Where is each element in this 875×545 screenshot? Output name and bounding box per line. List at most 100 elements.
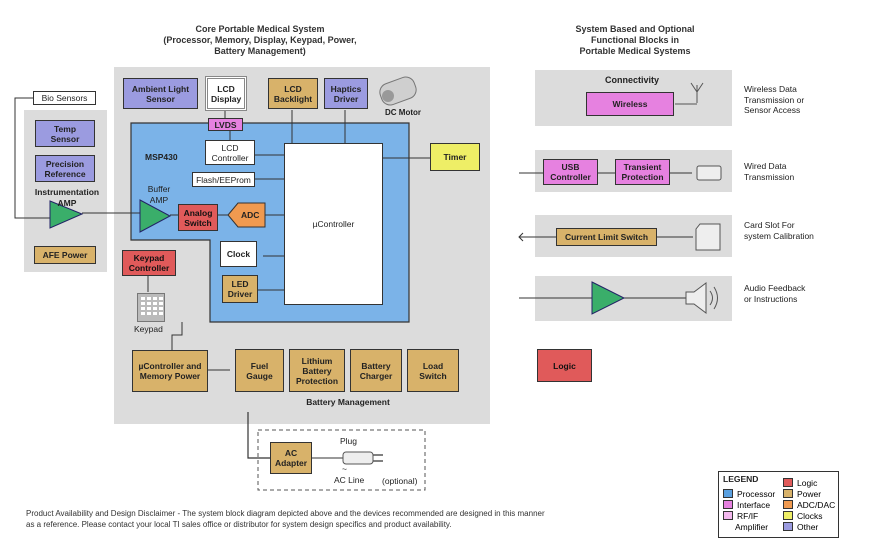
temp-sensor-box: Temp Sensor	[35, 120, 95, 147]
connectivity-label: Connectivity	[605, 75, 660, 85]
clock-label: Clock	[226, 249, 251, 259]
buffer-amp-label: Buffer AMP	[147, 184, 171, 205]
bio-sensors-box: Bio Sensors	[33, 91, 96, 105]
legend-rfif-swatch	[723, 511, 733, 520]
haptics-driver-label: Haptics Driver	[330, 83, 362, 104]
lcd-backlight-box: LCD Backlight	[268, 78, 318, 109]
core-title-line3: Battery Management)	[214, 46, 306, 56]
uc-memory-power-box: µController and Memory Power	[132, 350, 208, 392]
keypad-label: Keypad	[134, 324, 163, 334]
flash-eeprom-label: Flash/EEProm	[196, 174, 251, 185]
keypad-controller-box: Keypad Controller	[122, 250, 176, 276]
lvds-label: LVDS	[214, 119, 237, 130]
ac-line-label: AC Line	[334, 475, 365, 485]
lithium-battery-protection-box: Lithium Battery Protection	[289, 349, 345, 392]
lcd-controller-label: LCD Controller	[211, 142, 249, 163]
legend-processor-swatch	[723, 489, 733, 498]
lcd-display-label: LCD Display	[211, 83, 242, 104]
temp-sensor-label: Temp Sensor	[50, 123, 80, 144]
flash-eeprom-box: Flash/EEProm	[192, 172, 255, 187]
load-switch-box: Load Switch	[407, 349, 459, 392]
precision-reference-box: Precision Reference	[35, 155, 95, 182]
bio-sensors-label: Bio Sensors	[41, 93, 88, 103]
legend-adcdac-label: ADC/DAC	[797, 499, 836, 510]
logic-box: Logic	[537, 349, 592, 382]
transient-protection-box: Transient Protection	[615, 159, 670, 185]
current-limit-switch-label: Current Limit Switch	[564, 232, 649, 242]
timer-label: Timer	[443, 152, 467, 162]
card-desc: Card Slot For system Calibration	[744, 220, 814, 241]
led-driver-box: LED Driver	[222, 275, 258, 303]
disclaimer-line1: Product Availability and Design Disclaim…	[26, 509, 545, 518]
legend-adcdac-swatch	[783, 500, 793, 509]
legend-rfif-label: RF/IF	[737, 510, 759, 521]
optional-title-line3: Portable Medical Systems	[579, 46, 691, 56]
usb-controller-label: USB Controller	[550, 162, 591, 182]
legend-logic-swatch	[783, 478, 793, 487]
lcd-display-box: LCD Display	[205, 76, 247, 111]
wired-desc: Wired Data Transmission	[744, 161, 795, 182]
lithium-battery-protection-label: Lithium Battery Protection	[295, 355, 339, 386]
optional-title: System Based and Optional Functional Blo…	[545, 24, 725, 57]
legend-clocks-swatch	[783, 511, 793, 520]
legend-clocks-label: Clocks	[797, 510, 823, 521]
wireless-label: Wireless	[612, 99, 648, 109]
usb-controller-box: USB Controller	[543, 159, 598, 185]
fuel-gauge-label: Fuel Gauge	[246, 360, 273, 381]
led-driver-label: LED Driver	[227, 279, 253, 299]
legend-interface-label: Interface	[737, 499, 771, 510]
analog-switch-box: Analog Switch	[178, 204, 218, 231]
core-title: Core Portable Medical System (Processor,…	[160, 24, 360, 57]
optional-label: (optional)	[382, 476, 418, 486]
wireless-box: Wireless	[586, 92, 674, 116]
lcd-backlight-label: LCD Backlight	[273, 83, 313, 104]
fuel-gauge-box: Fuel Gauge	[235, 349, 284, 392]
wireless-desc: Wireless Data Transmission or Sensor Acc…	[744, 84, 805, 115]
legend-logic-label: Logic	[797, 477, 818, 488]
microcontroller-box: µController	[284, 143, 383, 305]
disclaimer-line2: as a reference. Please contact your loca…	[26, 519, 452, 529]
haptics-driver-box: Haptics Driver	[324, 78, 368, 109]
ac-adapter-label: AC Adapter	[274, 448, 308, 468]
current-limit-switch-box: Current Limit Switch	[556, 228, 657, 246]
legend-interface-swatch	[723, 500, 733, 509]
legend-power-swatch	[783, 489, 793, 498]
optional-title-line2: Functional Blocks in	[590, 35, 679, 45]
timer-box: Timer	[430, 143, 480, 171]
lvds-box: LVDS	[208, 118, 243, 131]
core-title-line2: (Processor, Memory, Display, Keypad, Pow…	[163, 35, 357, 45]
load-switch-label: Load Switch	[419, 360, 447, 381]
battery-charger-label: Battery Charger	[359, 360, 393, 381]
keypad-controller-label: Keypad Controller	[128, 253, 170, 273]
keypad-icon	[137, 293, 165, 322]
afe-power-label: AFE Power	[42, 250, 88, 260]
msp430-label: MSP430	[145, 152, 178, 162]
lcd-controller-box: LCD Controller	[205, 140, 255, 165]
legend-processor-label: Processor	[737, 488, 776, 499]
uc-memory-power-label: µController and Memory Power	[138, 361, 202, 381]
legend: LEGEND Processor Interface RF/IF Amplifi…	[718, 471, 839, 538]
battery-charger-box: Battery Charger	[350, 349, 402, 392]
legend-other-swatch	[783, 522, 793, 531]
clock-box: Clock	[220, 241, 257, 267]
plug-label: Plug	[340, 436, 358, 446]
audio-desc: Audio Feedback or Instructions	[744, 283, 806, 304]
legend-amplifier-label: Amplifier	[735, 521, 769, 532]
legend-amplifier-swatch	[723, 523, 731, 530]
transient-protection-label: Transient Protection	[621, 162, 664, 182]
ac-adapter-box: AC Adapter	[270, 442, 312, 474]
legend-power-label: Power	[797, 488, 822, 499]
optional-title-line1: System Based and Optional	[575, 24, 695, 34]
microcontroller-label: µController	[312, 219, 355, 229]
battery-management-label: Battery Management	[306, 397, 390, 407]
legend-title: LEGEND	[723, 474, 759, 484]
dc-motor-label: DC Motor	[385, 108, 421, 117]
adc-label: ADC	[241, 210, 260, 220]
precision-reference-label: Precision Reference	[44, 158, 86, 179]
instrumentation-amp-label: Instrumentation AMP	[34, 187, 100, 208]
afe-power-box: AFE Power	[34, 246, 96, 264]
ambient-light-sensor-box: Ambient Light Sensor	[123, 78, 198, 109]
disclaimer: Product Availability and Design Disclaim…	[26, 509, 696, 530]
ambient-light-sensor-label: Ambient Light Sensor	[131, 83, 190, 104]
analog-switch-label: Analog Switch	[183, 207, 213, 228]
